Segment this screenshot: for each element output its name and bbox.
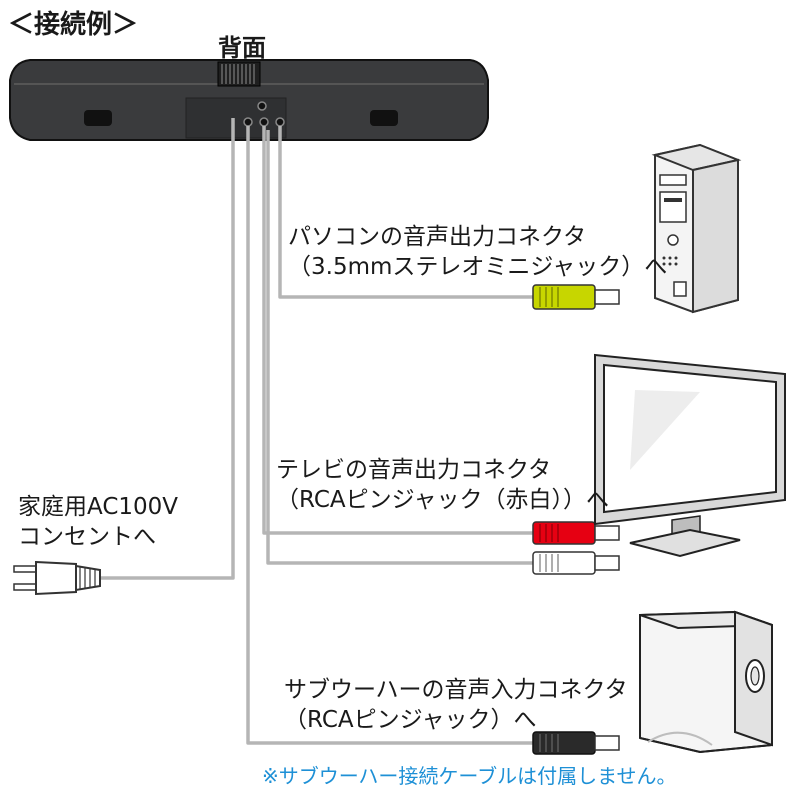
cable-tv-white: [266, 130, 533, 565]
ac-plug: [13, 560, 101, 596]
cable-not-included-note: ※サブウーハー接続ケーブルは付属しません。: [262, 764, 677, 788]
plug-sub-black: [532, 731, 620, 755]
speaker-bar: [9, 59, 489, 141]
ac-label-line2: コンセントへ: [18, 524, 156, 550]
plug-pc-green: [532, 284, 620, 310]
tv-connector-label: テレビの音声出力コネクタ （RCAピンジャック（赤白））へ: [276, 455, 609, 515]
cable-ac: [100, 118, 235, 580]
subwoofer-connector-label: サブウーハーの音声入力コネクタ （RCAピンジャック）へ: [284, 675, 628, 735]
sub-label-line2: （RCAピンジャック）へ: [284, 707, 537, 733]
plug-tv-white: [532, 551, 620, 575]
cable-pc: [278, 126, 533, 299]
plug-tv-red: [532, 521, 620, 545]
connection-example-title: ＜接続例＞: [8, 10, 139, 40]
subwoofer: [639, 610, 773, 754]
pc-tower: [651, 143, 742, 314]
cable-tv-red: [262, 126, 533, 535]
cable-sub: [246, 126, 533, 745]
tv-monitor: [594, 353, 786, 558]
ac-label-line1: 家庭用AC100V: [18, 494, 179, 520]
pc-label-line2: （3.5mmステレオミニジャック）へ: [288, 254, 668, 280]
sub-label-line1: サブウーハーの音声入力コネクタ: [284, 677, 628, 703]
rear-view-label: 背面: [218, 34, 266, 62]
cables: [100, 118, 533, 745]
pc-connector-label: パソコンの音声出力コネクタ （3.5mmステレオミニジャック）へ: [288, 222, 667, 282]
tv-label-line1: テレビの音声出力コネクタ: [276, 457, 552, 483]
tv-label-line2: （RCAピンジャック（赤白））へ: [276, 487, 609, 513]
ac-outlet-label: 家庭用AC100V コンセントへ: [18, 492, 178, 552]
pc-label-line1: パソコンの音声出力コネクタ: [288, 224, 587, 250]
